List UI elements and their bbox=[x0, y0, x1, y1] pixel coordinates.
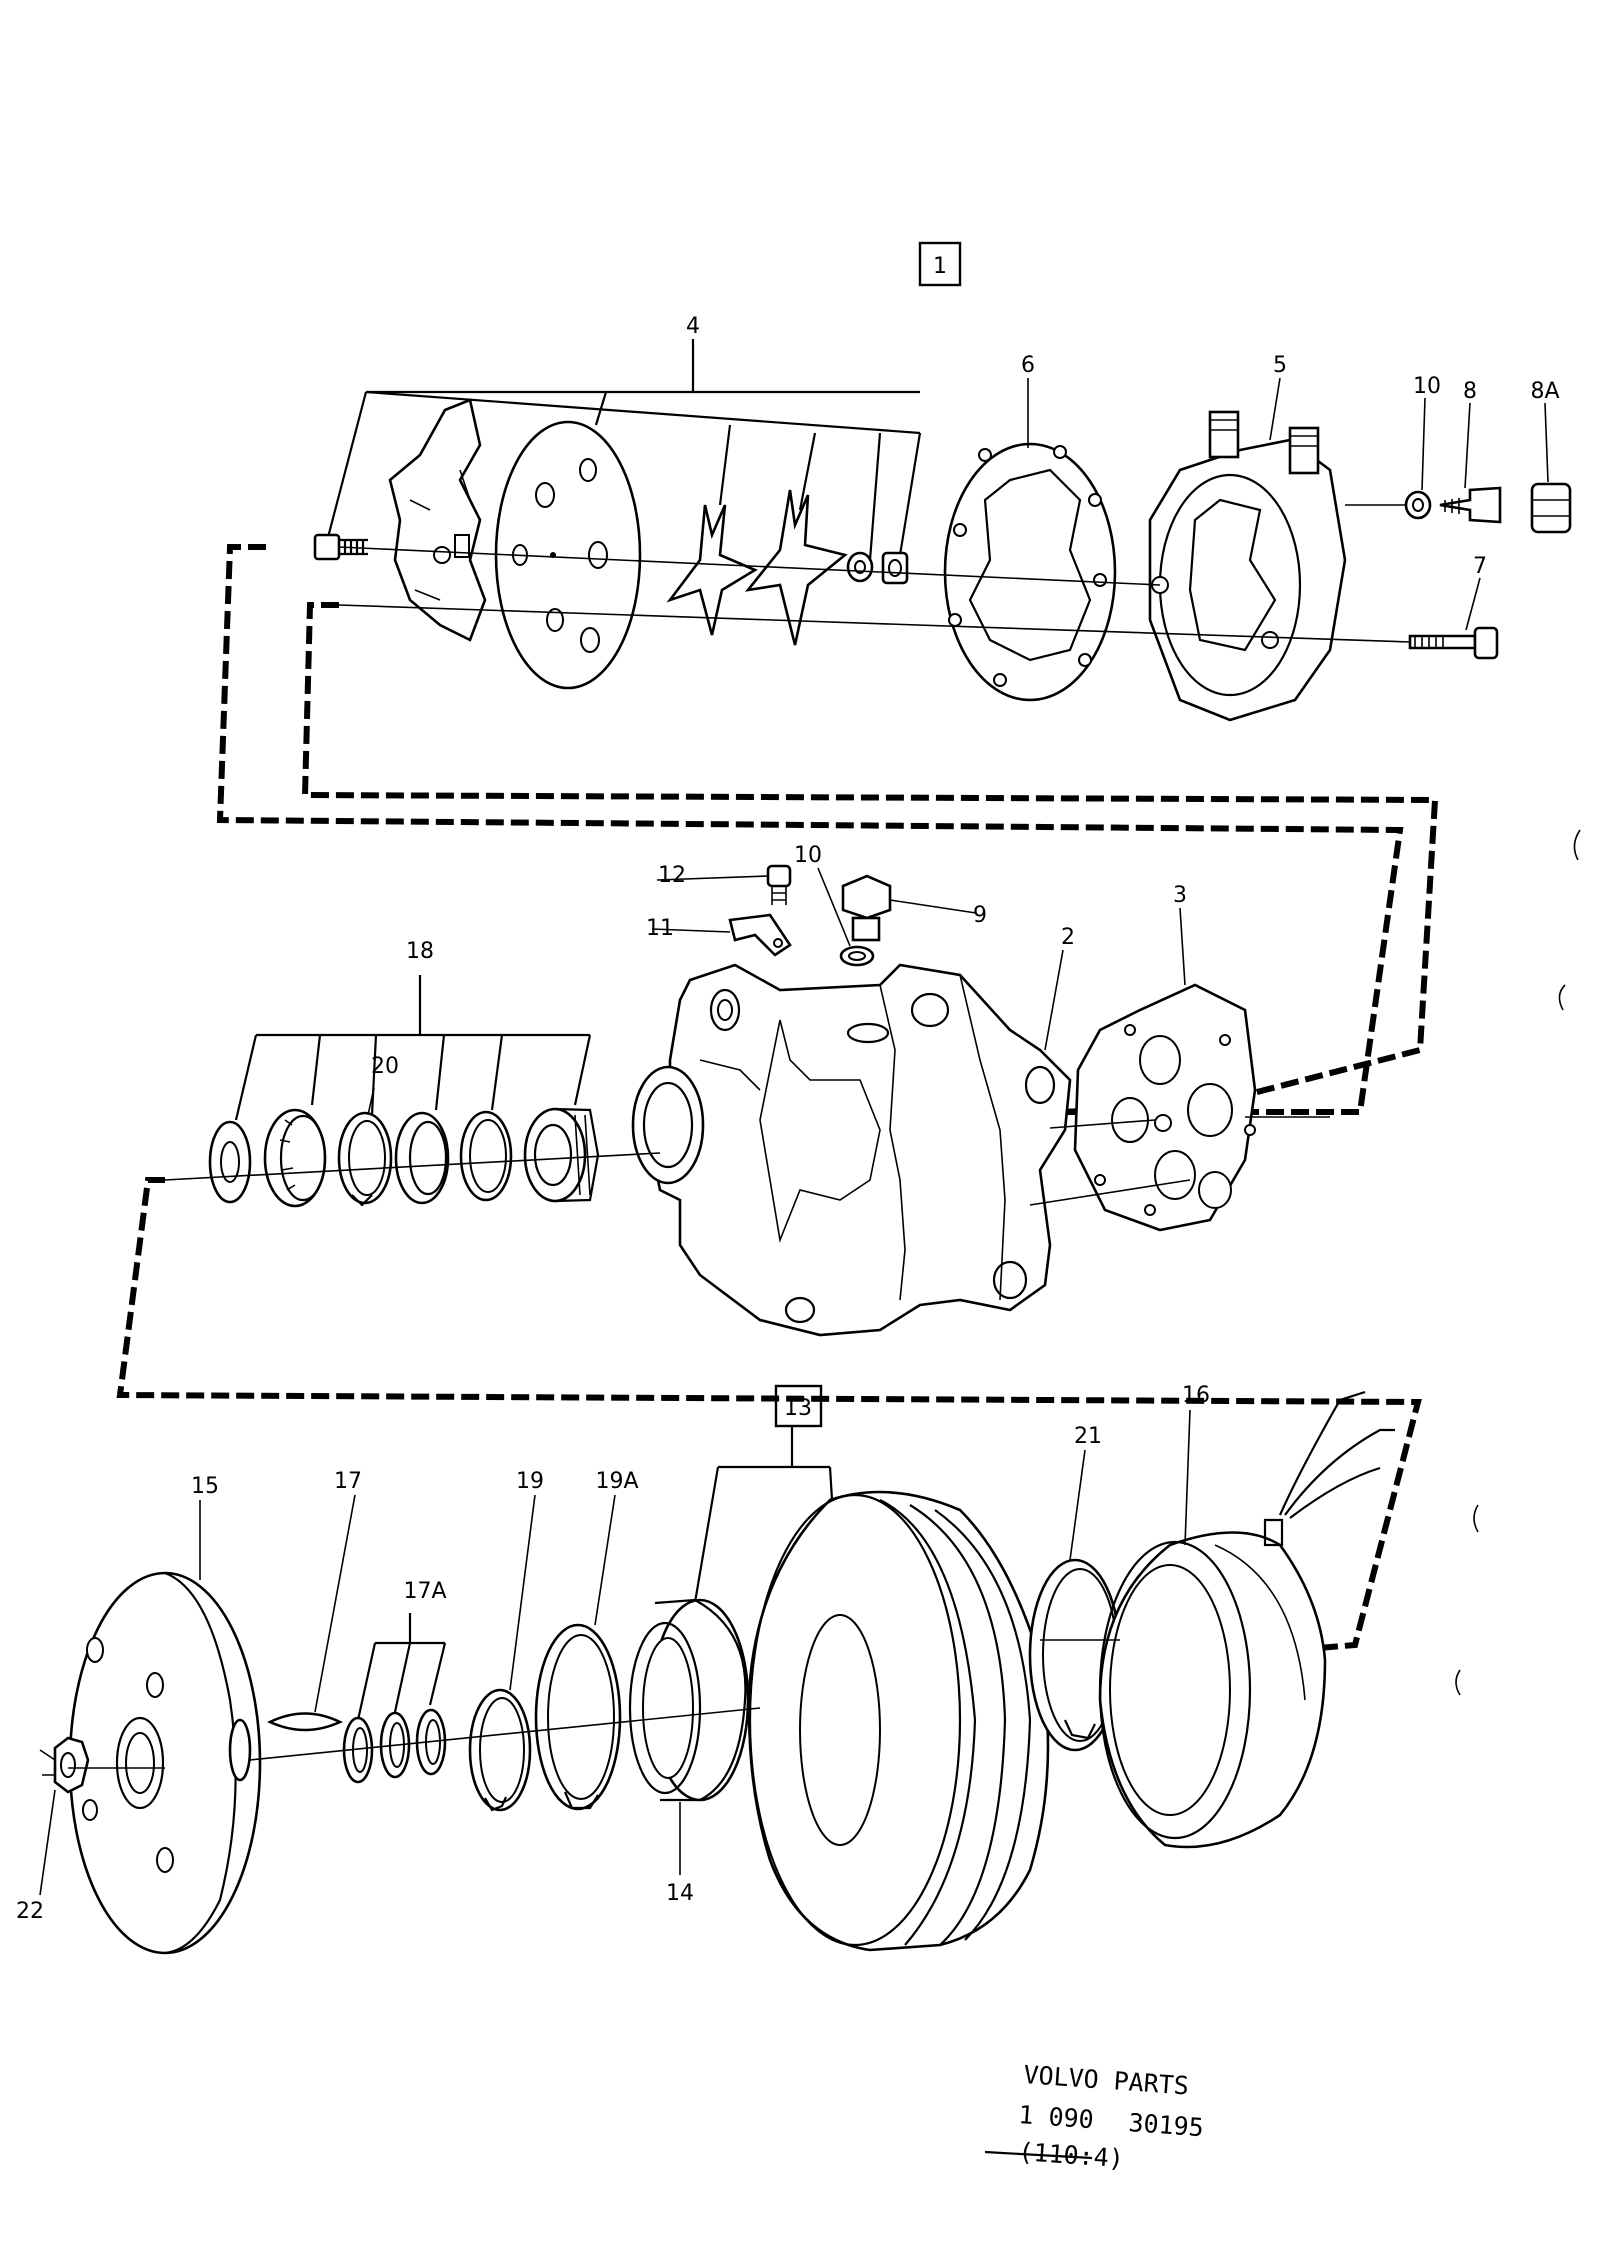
group-label-1: 1 bbox=[918, 241, 962, 287]
callout-19: 19 bbox=[516, 1469, 544, 1494]
washer-10-lower bbox=[839, 945, 875, 967]
gasket-3 bbox=[1073, 983, 1257, 1232]
snap-ring-21 bbox=[1028, 1558, 1122, 1752]
shaft-seal-assembly bbox=[523, 1107, 600, 1203]
callout-12: 12 bbox=[658, 863, 686, 888]
field-coil-16 bbox=[1098, 1390, 1395, 1849]
through-bolt-7 bbox=[1408, 626, 1499, 660]
seal-retaining-ring-20 bbox=[337, 1111, 393, 1207]
callout-10-upper: 10 bbox=[1413, 374, 1441, 399]
valve-plate-disc bbox=[494, 420, 642, 690]
pulley-bearing-14 bbox=[628, 1598, 750, 1802]
nut-22 bbox=[39, 1736, 90, 1794]
callout-22: 22 bbox=[16, 1899, 44, 1924]
small-nut bbox=[881, 551, 909, 585]
bracket-18 bbox=[234, 975, 592, 1121]
cap-8a bbox=[1530, 482, 1572, 534]
callout-17: 17 bbox=[334, 1469, 362, 1494]
screw-12 bbox=[766, 864, 792, 905]
callout-7: 7 bbox=[1473, 554, 1487, 579]
callout-10-lower: 10 bbox=[794, 843, 822, 868]
seal-o-ring bbox=[459, 1110, 513, 1202]
compressor-body-2 bbox=[631, 963, 1072, 1337]
plug-9 bbox=[841, 874, 892, 942]
callout-19a: 19A bbox=[595, 1469, 638, 1494]
cylinder-head-5 bbox=[1148, 410, 1347, 722]
seal-seat bbox=[394, 1111, 450, 1205]
bracket-13 bbox=[690, 1426, 834, 1621]
stamp-line-2b: 30195 bbox=[1128, 2108, 1205, 2142]
callout-17a: 17A bbox=[403, 1579, 446, 1604]
group-label-13: 13 bbox=[774, 1384, 823, 1428]
washer-10-upper bbox=[1404, 490, 1432, 520]
callout-2: 2 bbox=[1061, 925, 1075, 950]
armature-plate-15 bbox=[68, 1571, 262, 1955]
reed-valve-plate bbox=[388, 398, 487, 642]
callout-16: 16 bbox=[1182, 1383, 1210, 1408]
bracket-17a bbox=[356, 1613, 447, 1721]
head-gasket-6 bbox=[943, 442, 1117, 702]
seal-washer-flat bbox=[208, 1120, 252, 1204]
group-label-13-text: 13 bbox=[784, 1396, 812, 1421]
callout-8: 8 bbox=[1463, 379, 1477, 404]
callout-18: 18 bbox=[406, 939, 434, 964]
callout-14: 14 bbox=[666, 1881, 694, 1906]
callout-20: 20 bbox=[371, 1054, 399, 1079]
stamp-line-1: VOLVO PARTS bbox=[1023, 2060, 1190, 2100]
group-label-1-text: 1 bbox=[933, 254, 947, 279]
callout-3: 3 bbox=[1173, 883, 1187, 908]
callout-11: 11 bbox=[646, 916, 674, 941]
star-spring-left bbox=[666, 504, 758, 636]
stamp-line-2a: 1 090 bbox=[1018, 2100, 1095, 2134]
volvo-parts-stamp: VOLVO PARTS 1 090 30195 (110:4) bbox=[984, 2060, 1205, 2173]
callout-5: 5 bbox=[1273, 353, 1287, 378]
valve-8 bbox=[1439, 486, 1502, 524]
callout-15: 15 bbox=[191, 1474, 219, 1499]
pulley bbox=[747, 1490, 1050, 1952]
woodruff-key-17 bbox=[266, 1712, 344, 1732]
clip-11 bbox=[728, 913, 792, 957]
callout-21: 21 bbox=[1074, 1424, 1102, 1449]
snap-ring-19 bbox=[468, 1688, 532, 1812]
callout-8a: 8A bbox=[1530, 379, 1559, 404]
seal-felt-ring bbox=[263, 1108, 327, 1208]
small-washer bbox=[846, 551, 874, 583]
callout-6: 6 bbox=[1021, 353, 1035, 378]
retaining-ring-19a bbox=[534, 1623, 622, 1811]
callout-9: 9 bbox=[973, 903, 987, 928]
callout-4: 4 bbox=[686, 314, 700, 339]
bracket-4 bbox=[324, 339, 922, 561]
